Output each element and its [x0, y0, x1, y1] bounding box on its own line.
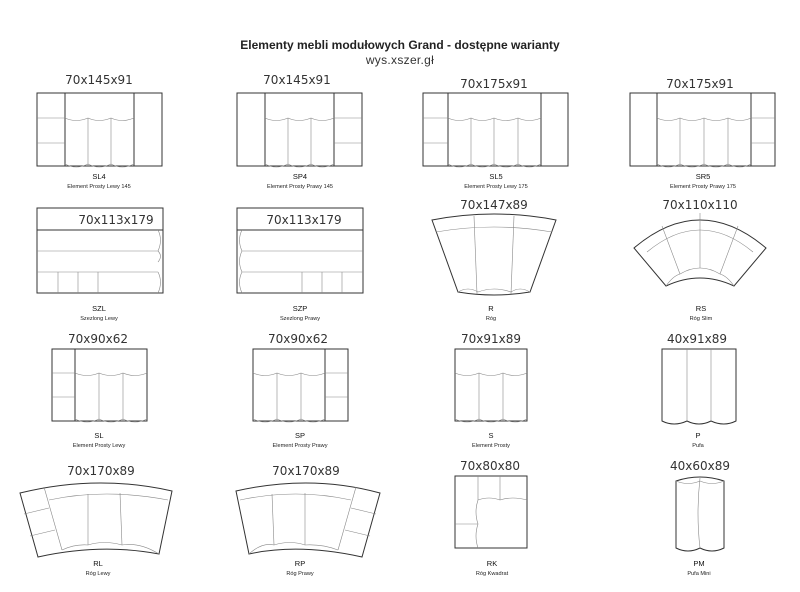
module-sl-code: SL	[94, 431, 103, 440]
module-sl-drawing	[51, 348, 148, 423]
module-sr5: 70x175x91 SR5 Element Prosty Prawy 175	[629, 77, 776, 190]
module-sr5-drawing	[629, 92, 776, 168]
module-rs-name: Róg Slim	[690, 316, 713, 322]
module-sl-name: Element Prosty Lewy	[73, 443, 126, 449]
module-sp-drawing	[252, 348, 349, 423]
module-p-drawing	[661, 348, 737, 425]
module-sl5-dims: 70x175x91	[460, 77, 528, 91]
page-subtitle: wys.xszer.gł	[365, 53, 435, 67]
module-sp-code: SP	[295, 431, 305, 440]
module-rk-drawing	[454, 475, 528, 549]
module-szp-code: SZP	[293, 304, 308, 313]
module-pm: 40x60x89 PM Pufa Mini	[670, 459, 730, 577]
module-pm-code: PM	[693, 559, 704, 568]
module-sl5-drawing	[422, 92, 569, 168]
module-p-code: P	[695, 431, 700, 440]
module-sp4-code: SP4	[293, 172, 307, 181]
module-sr5-name: Element Prosty Prawy 175	[670, 184, 736, 190]
module-rl-dims: 70x170x89	[67, 464, 135, 478]
module-sl4-drawing	[36, 92, 163, 168]
module-sr5-dims: 70x175x91	[666, 77, 734, 91]
module-rk-name: Róg Kwadrat	[476, 571, 509, 577]
module-szl-name: Szezlong Lewy	[80, 316, 118, 322]
module-p-dims: 40x91x89	[667, 332, 727, 346]
module-p: 40x91x89 P Pufa	[661, 332, 737, 449]
module-p-name: Pufa	[692, 443, 704, 449]
module-szl: 70x113x179 SZL Szezlong Lewy	[36, 207, 164, 322]
module-rp-dims: 70x170x89	[272, 464, 340, 478]
module-rs-drawing	[633, 213, 767, 287]
module-rp-drawing	[235, 482, 381, 558]
module-szl-drawing	[36, 207, 164, 294]
module-szp-dims: 70x113x179	[266, 213, 341, 227]
module-r: 70x147x89 R Róg	[431, 198, 557, 322]
module-sp4: 70x145x91 SP4 Element Prosty Prawy 145	[236, 73, 363, 190]
module-sl-dims: 70x90x62	[68, 332, 128, 346]
module-sl4-dims: 70x145x91	[65, 73, 133, 87]
module-sp4-dims: 70x145x91	[263, 73, 331, 87]
module-s-dims: 70x91x89	[461, 332, 521, 346]
module-sp4-name: Element Prosty Prawy 145	[267, 184, 333, 190]
module-rk: 70x80x80 RK Róg Kwadrat	[454, 459, 528, 577]
module-szp-name: Szezlong Prawy	[280, 316, 320, 322]
module-r-code: R	[488, 304, 494, 313]
module-rs-code: RS	[696, 304, 706, 313]
module-szp-drawing	[236, 207, 364, 294]
module-szl-dims: 70x113x179	[78, 213, 153, 227]
module-szp: 70x113x179 SZP Szezlong Prawy	[236, 207, 364, 322]
module-sl: 70x90x62 SL Element Prosty Lewy	[51, 332, 148, 449]
module-sp-dims: 70x90x62	[268, 332, 328, 346]
module-rk-dims: 70x80x80	[460, 459, 520, 473]
module-sl5-name: Element Prosty Lewy 175	[464, 184, 527, 190]
module-sp4-drawing	[236, 92, 363, 168]
module-pm-dims: 40x60x89	[670, 459, 730, 473]
page-title: Elementy mebli modułowych Grand - dostęp…	[240, 38, 560, 52]
module-pm-drawing	[675, 476, 725, 552]
module-rs-dims: 70x110x110	[662, 198, 737, 212]
module-rl-drawing	[19, 482, 173, 558]
module-s-name: Element Prosty	[472, 443, 510, 449]
module-rl-name: Róg Lewy	[86, 571, 111, 577]
module-sl5: 70x175x91 SL5 Element Prosty Lewy 175	[422, 77, 569, 190]
module-rl-code: RL	[93, 559, 103, 568]
module-s: 70x91x89 S Element Prosty	[454, 332, 528, 449]
module-rl: 70x170x89 RL Róg Lewy	[19, 464, 173, 577]
module-rk-code: RK	[487, 559, 497, 568]
module-pm-name: Pufa Mini	[687, 571, 710, 577]
module-r-drawing	[431, 213, 557, 296]
module-sp-name: Element Prosty Prawy	[272, 443, 327, 449]
module-sr5-code: SR5	[696, 172, 711, 181]
module-rp: 70x170x89 RP Róg Prawy	[235, 464, 381, 577]
module-rs: 70x110x110 RS Róg Slim	[633, 198, 767, 322]
module-sp: 70x90x62 SP Element Prosty Prawy	[252, 332, 349, 449]
module-r-dims: 70x147x89	[460, 198, 528, 212]
module-sl4: 70x145x91 SL4 Element Prosty Lewy 145	[36, 73, 163, 190]
module-sl5-code: SL5	[489, 172, 502, 181]
module-s-code: S	[488, 431, 493, 440]
module-rp-code: RP	[295, 559, 305, 568]
module-sl4-code: SL4	[92, 172, 105, 181]
module-rp-name: Róg Prawy	[286, 571, 314, 577]
module-sl4-name: Element Prosty Lewy 145	[67, 184, 130, 190]
module-szl-code: SZL	[92, 304, 106, 313]
module-r-name: Róg	[486, 316, 496, 322]
module-s-drawing	[454, 348, 528, 423]
